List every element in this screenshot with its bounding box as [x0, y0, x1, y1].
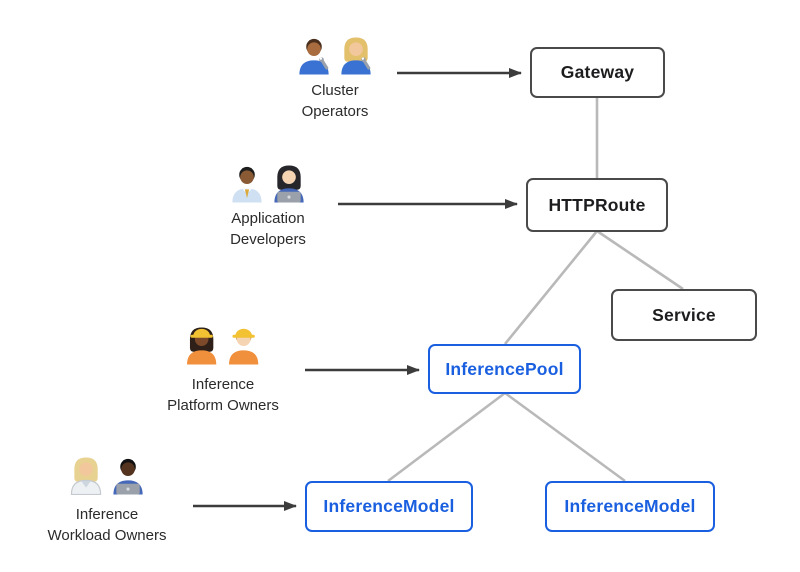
connector-httproute-to-inference-pool [503, 230, 599, 345]
woman-technologist-emoji [271, 163, 308, 208]
man-office-worker-emoji [229, 163, 266, 208]
actor-icons [296, 37, 375, 80]
actor-label-line: Developers [230, 231, 306, 248]
connector-inference-pool-to-inference-model-1 [387, 391, 506, 483]
actor-label-line: Cluster [311, 82, 359, 99]
node-label: Gateway [560, 62, 635, 82]
connector-inference-pool-to-inference-model-2 [504, 391, 626, 483]
node-inference-pool: InferencePool [428, 344, 581, 394]
node-label: InferenceModel [323, 496, 455, 516]
actor-icons [229, 165, 308, 208]
node-inference-model-2: InferenceModel [545, 481, 715, 532]
actor-label-line: Application [231, 210, 305, 227]
actor-label-line: Inference [191, 376, 255, 393]
woman-scientist-emoji [68, 455, 105, 500]
actor-label-line: Operators [301, 103, 369, 120]
man-technologist-emoji [110, 455, 147, 500]
node-label: InferenceModel [564, 496, 696, 516]
actor-icons [167, 327, 279, 370]
actor-label-line: Inference [75, 506, 139, 523]
node-label: HTTPRoute [548, 194, 646, 215]
man-construction-worker-emoji [225, 325, 262, 370]
node-httproute: HTTPRoute [526, 178, 668, 232]
woman-mechanic-emoji [338, 35, 375, 80]
node-service: Service [611, 289, 757, 341]
woman-construction-worker-emoji [183, 325, 220, 370]
node-label: InferencePool [445, 358, 564, 379]
actor-label-line: Workload Owners [47, 527, 167, 544]
node-inference-model-1: InferenceModel [305, 481, 473, 532]
node-label: Service [652, 304, 716, 325]
actor-label-line: Platform Owners [167, 397, 279, 414]
connector-httproute-to-service [596, 229, 684, 291]
actor-icons [48, 457, 167, 500]
man-mechanic-emoji [296, 35, 333, 80]
node-gateway: Gateway [530, 47, 665, 98]
